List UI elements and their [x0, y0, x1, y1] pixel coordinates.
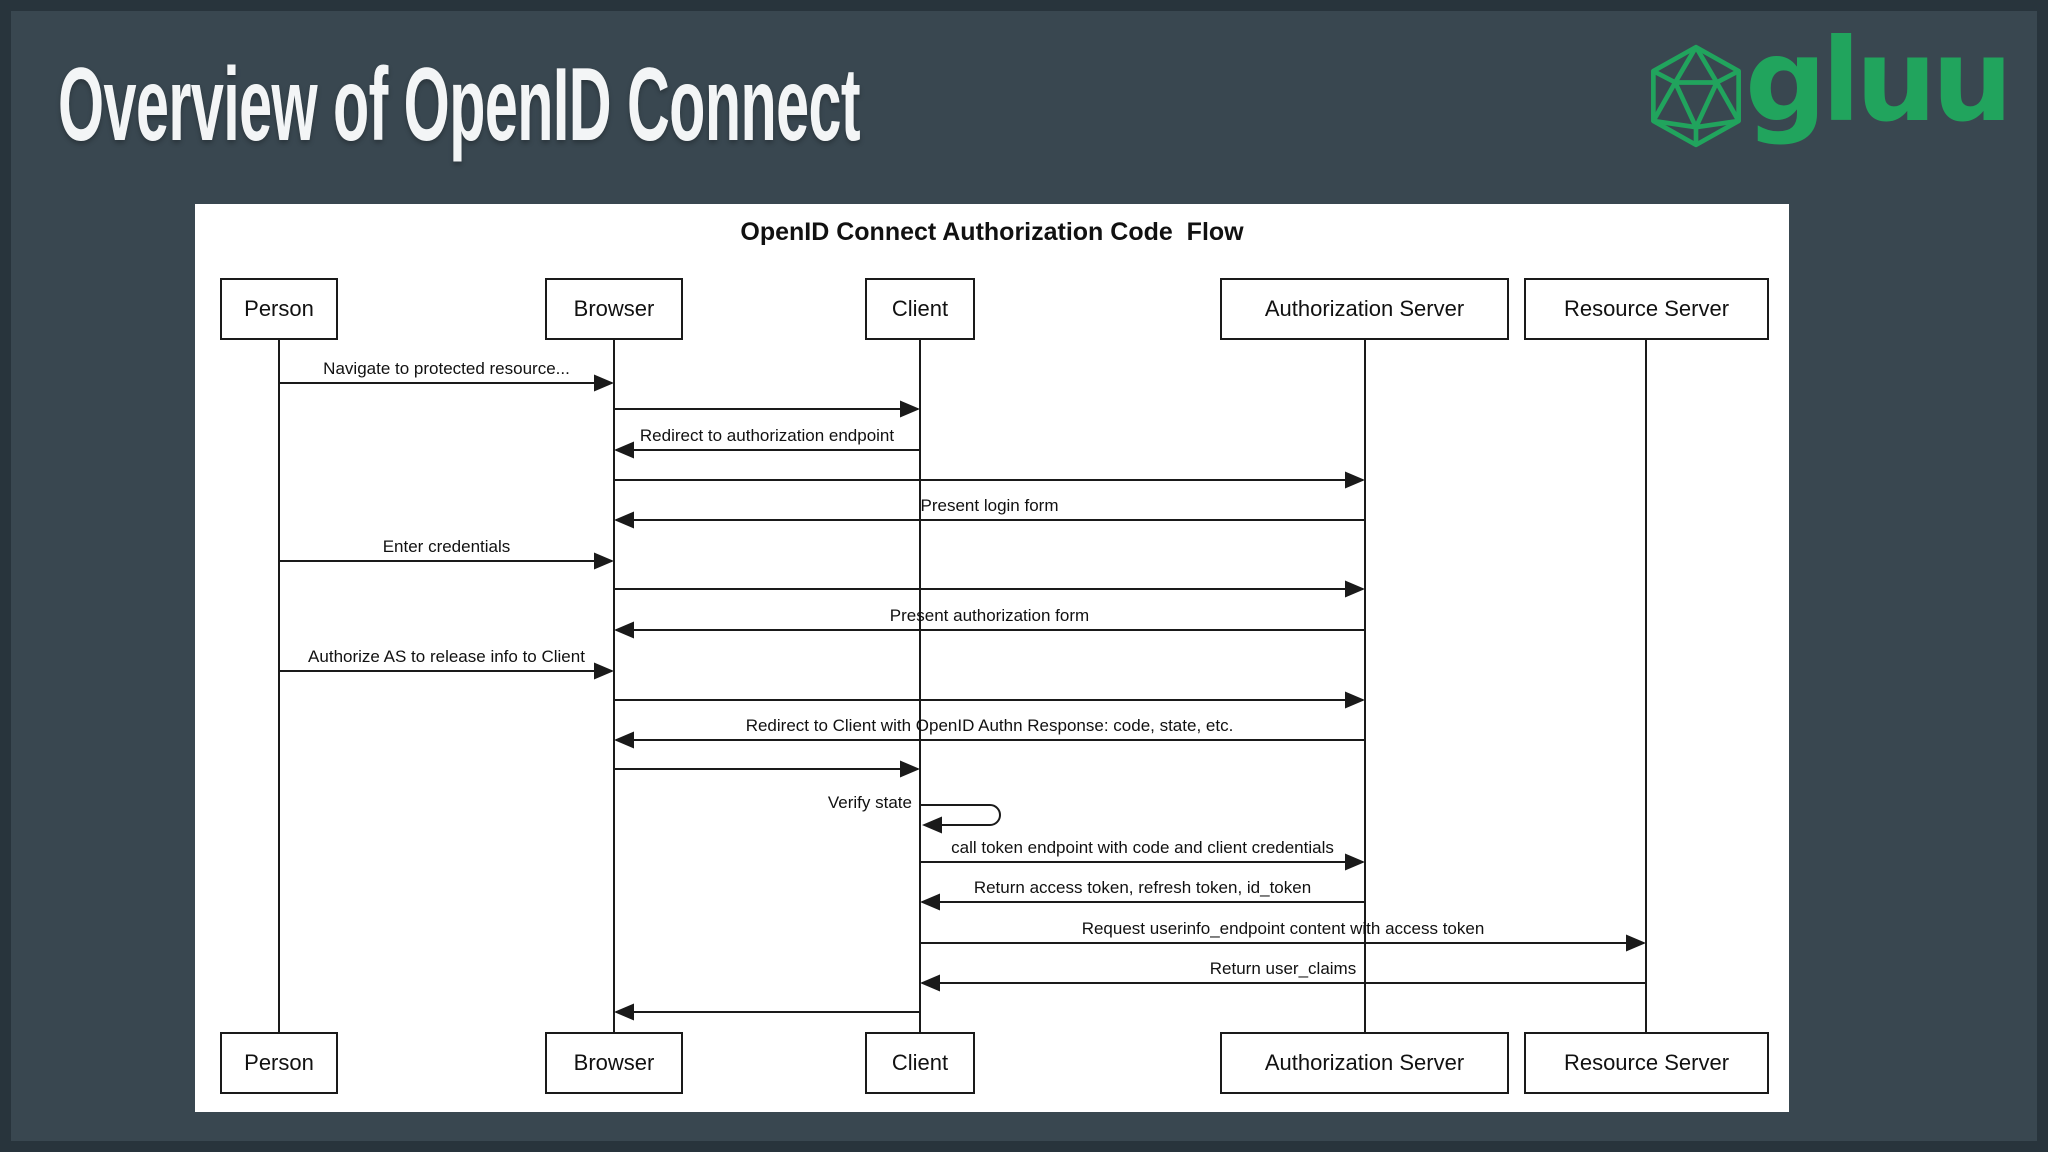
actor-box-client-bottom: Client [865, 1032, 975, 1094]
actor-box-auth_server-top: Authorization Server [1220, 278, 1509, 340]
diagram-title: OpenID Connect Authorization Code Flow [740, 218, 1244, 246]
message-label: Authorize AS to release info to Client [308, 647, 585, 666]
message-label: Return user_claims [1209, 959, 1357, 978]
message-label: Present authorization form [889, 606, 1090, 625]
message-arrowhead-12 [922, 816, 942, 834]
message-arrowhead-10 [614, 731, 634, 749]
actor-box-resource_server-bottom: Resource Server [1524, 1032, 1769, 1094]
icosahedron-icon [1651, 44, 1741, 148]
actor-box-client-top: Client [865, 278, 975, 340]
sequence-diagram-panel: OpenID Connect Authorization Code Flow P… [195, 204, 1789, 1112]
actor-box-person-bottom: Person [220, 1032, 338, 1094]
message-arrowhead-8 [594, 662, 614, 680]
message-arrowhead-0 [594, 374, 614, 392]
message-label: Navigate to protected resource... [323, 359, 570, 378]
gluu-logo: gluu [1578, 0, 2048, 200]
message-arrowhead-1 [900, 400, 920, 418]
message-arrowhead-16 [920, 974, 940, 992]
message-label: Present login form [920, 496, 1059, 515]
message-arrowhead-7 [614, 621, 634, 639]
message-arrowhead-9 [1345, 691, 1365, 709]
message-label: Request userinfo_endpoint content with a… [1081, 919, 1485, 938]
message-label: Enter credentials [382, 537, 511, 556]
actor-box-person-top: Person [220, 278, 338, 340]
message-arrowhead-3 [1345, 471, 1365, 489]
message-label-self: Verify state [827, 793, 912, 812]
message-arrowhead-17 [614, 1003, 634, 1021]
slide-title: Overview of OpenID Connect [58, 47, 861, 163]
actor-box-browser-top: Browser [545, 278, 683, 340]
message-arrowhead-5 [594, 552, 614, 570]
message-arrowhead-4 [614, 511, 634, 529]
message-arrowhead-13 [1345, 853, 1365, 871]
message-label: call token endpoint with code and client… [951, 838, 1334, 857]
actor-box-resource_server-top: Resource Server [1524, 278, 1769, 340]
message-label: Redirect to authorization endpoint [639, 426, 895, 445]
message-arrowhead-14 [920, 893, 940, 911]
message-arrowhead-2 [614, 441, 634, 459]
message-arrowhead-15 [1626, 934, 1646, 952]
actor-box-auth_server-bottom: Authorization Server [1220, 1032, 1509, 1094]
message-arrowhead-6 [1345, 580, 1365, 598]
message-label: Redirect to Client with OpenID Authn Res… [745, 716, 1234, 735]
message-label: Return access token, refresh token, id_t… [973, 878, 1312, 897]
gluu-wordmark: gluu [1745, 14, 2013, 147]
message-arrowhead-11 [900, 760, 920, 778]
actor-box-browser-bottom: Browser [545, 1032, 683, 1094]
message-self-loop [920, 804, 1002, 826]
